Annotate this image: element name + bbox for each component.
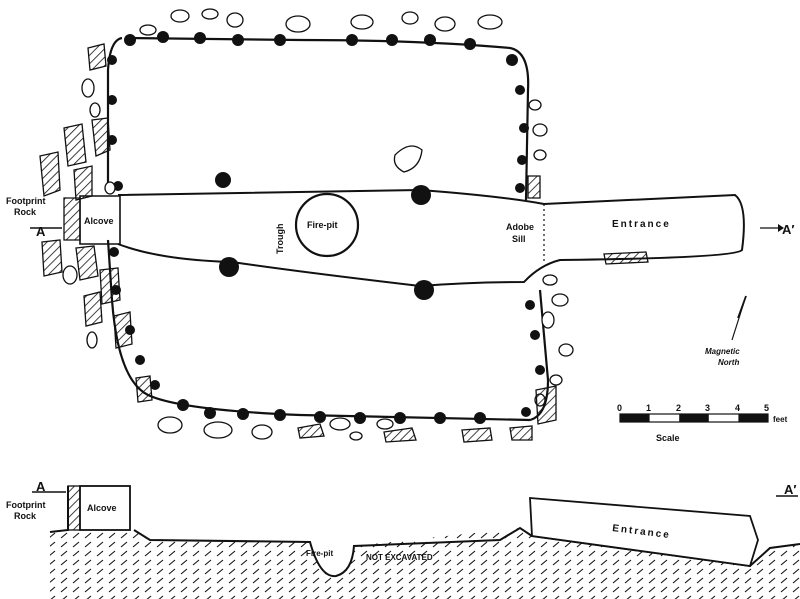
plan-adobe-label: Adobe	[506, 222, 534, 232]
stones-open	[62, 8, 574, 441]
plan-fire-pit-label: Fire-pit	[307, 220, 338, 230]
section-fire-pit-label: Fire-pit	[306, 549, 333, 558]
not-excavated-label: NOT EXCAVATED	[366, 553, 433, 562]
north-label: North	[718, 358, 739, 367]
stones-hatched	[39, 43, 649, 443]
north-arrow-icon	[731, 295, 747, 341]
section-alcove-block	[79, 485, 131, 531]
trough-channel	[117, 188, 745, 288]
fire-pit-circle	[294, 192, 360, 258]
plan-trough-label: Trough	[275, 224, 285, 255]
main-post-holes	[215, 172, 434, 300]
section-footprint-label-2: Rock	[14, 511, 37, 521]
scale-tick-0: 0	[617, 403, 622, 413]
section-alcove-label: Alcove	[87, 503, 117, 513]
scale-tick-4: 4	[735, 403, 740, 413]
plan-section-a-label: A	[36, 224, 46, 239]
scale-tick-1: 1	[646, 403, 651, 413]
plan-alcove-label: Alcove	[84, 216, 114, 226]
section-a-prime-label: A′	[784, 482, 797, 497]
plan-section-a-prime-label: A′	[782, 222, 795, 237]
plan-entrance-label: Entrance	[612, 219, 671, 230]
scale-tick-2: 2	[676, 403, 681, 413]
section-a-label: A	[36, 479, 46, 494]
scale-tick-3: 3	[705, 403, 710, 413]
section-entrance-block	[529, 497, 759, 567]
plan-footprint-label-1: Footprint	[6, 196, 46, 206]
scale-unit-label: feet	[773, 415, 788, 424]
plan-sill-label: Sill	[512, 234, 526, 244]
section-footprint-rock	[67, 485, 81, 531]
magnetic-label: Magnetic	[705, 347, 740, 356]
section-footprint-label-1: Footprint	[6, 500, 46, 510]
scale-title: Scale	[656, 433, 680, 443]
scale-tick-5: 5	[764, 403, 769, 413]
ground-fill	[50, 528, 800, 599]
scale-bar	[619, 413, 769, 423]
plan-footprint-label-2: Rock	[14, 207, 37, 217]
